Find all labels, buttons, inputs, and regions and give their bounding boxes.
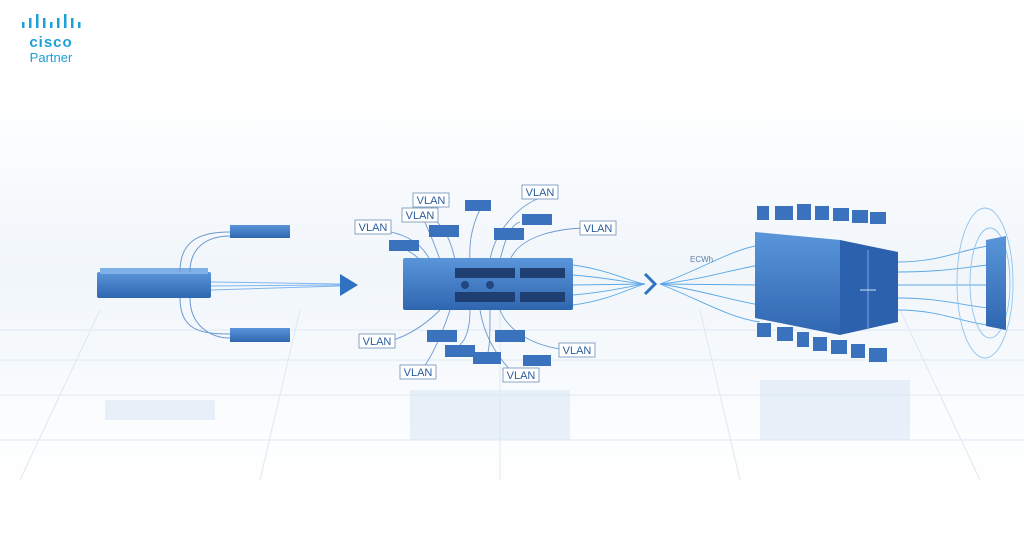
core-caption: ECWh	[690, 255, 713, 264]
vlan-label: VLAN	[412, 192, 450, 208]
chevron-right-icon	[643, 272, 658, 296]
cisco-partner-logo: cisco Partner	[16, 14, 86, 65]
svg-text:VLAN: VLAN	[363, 336, 392, 348]
port-tags	[389, 200, 552, 366]
access-cables	[179, 231, 231, 339]
vlan-label: VLAN	[579, 220, 617, 236]
svg-text:VLAN: VLAN	[406, 210, 435, 222]
svg-text:VLAN: VLAN	[359, 222, 388, 234]
vlan-label: VLAN	[399, 364, 437, 380]
vlan-label-group: VLAN VLAN VLAN VLAN VLAN VLAN VLAN VLAN …	[354, 184, 617, 383]
vlan-label: VLAN	[502, 367, 540, 383]
module-tags	[757, 204, 887, 362]
svg-text:VLAN: VLAN	[526, 187, 555, 199]
access-switch	[97, 268, 211, 298]
vlan-label: VLAN	[401, 207, 439, 223]
distribution-switch	[755, 232, 898, 335]
endpoint-panel	[986, 236, 1006, 330]
svg-text:VLAN: VLAN	[417, 195, 446, 207]
vlan-label: VLAN	[558, 342, 596, 358]
logo-subtitle: Partner	[29, 50, 73, 65]
edge-device-top	[230, 225, 290, 238]
vlan-label: VLAN	[354, 219, 392, 235]
arrow-right-icon	[340, 274, 358, 296]
svg-text:VLAN: VLAN	[584, 223, 613, 235]
edge-device-bottom	[230, 328, 290, 342]
svg-text:VLAN: VLAN	[507, 370, 536, 382]
egress-cables	[897, 207, 1014, 359]
vlan-label: VLAN	[358, 333, 396, 349]
svg-text:VLAN: VLAN	[404, 367, 433, 379]
uplink-beam	[210, 281, 341, 291]
vlan-label: VLAN	[521, 184, 559, 200]
core-switch-stack	[403, 258, 573, 310]
svg-text:VLAN: VLAN	[563, 345, 592, 357]
cisco-bars-icon	[22, 14, 81, 28]
trunk-cables	[572, 244, 761, 323]
logo-wordmark: cisco	[29, 34, 73, 51]
